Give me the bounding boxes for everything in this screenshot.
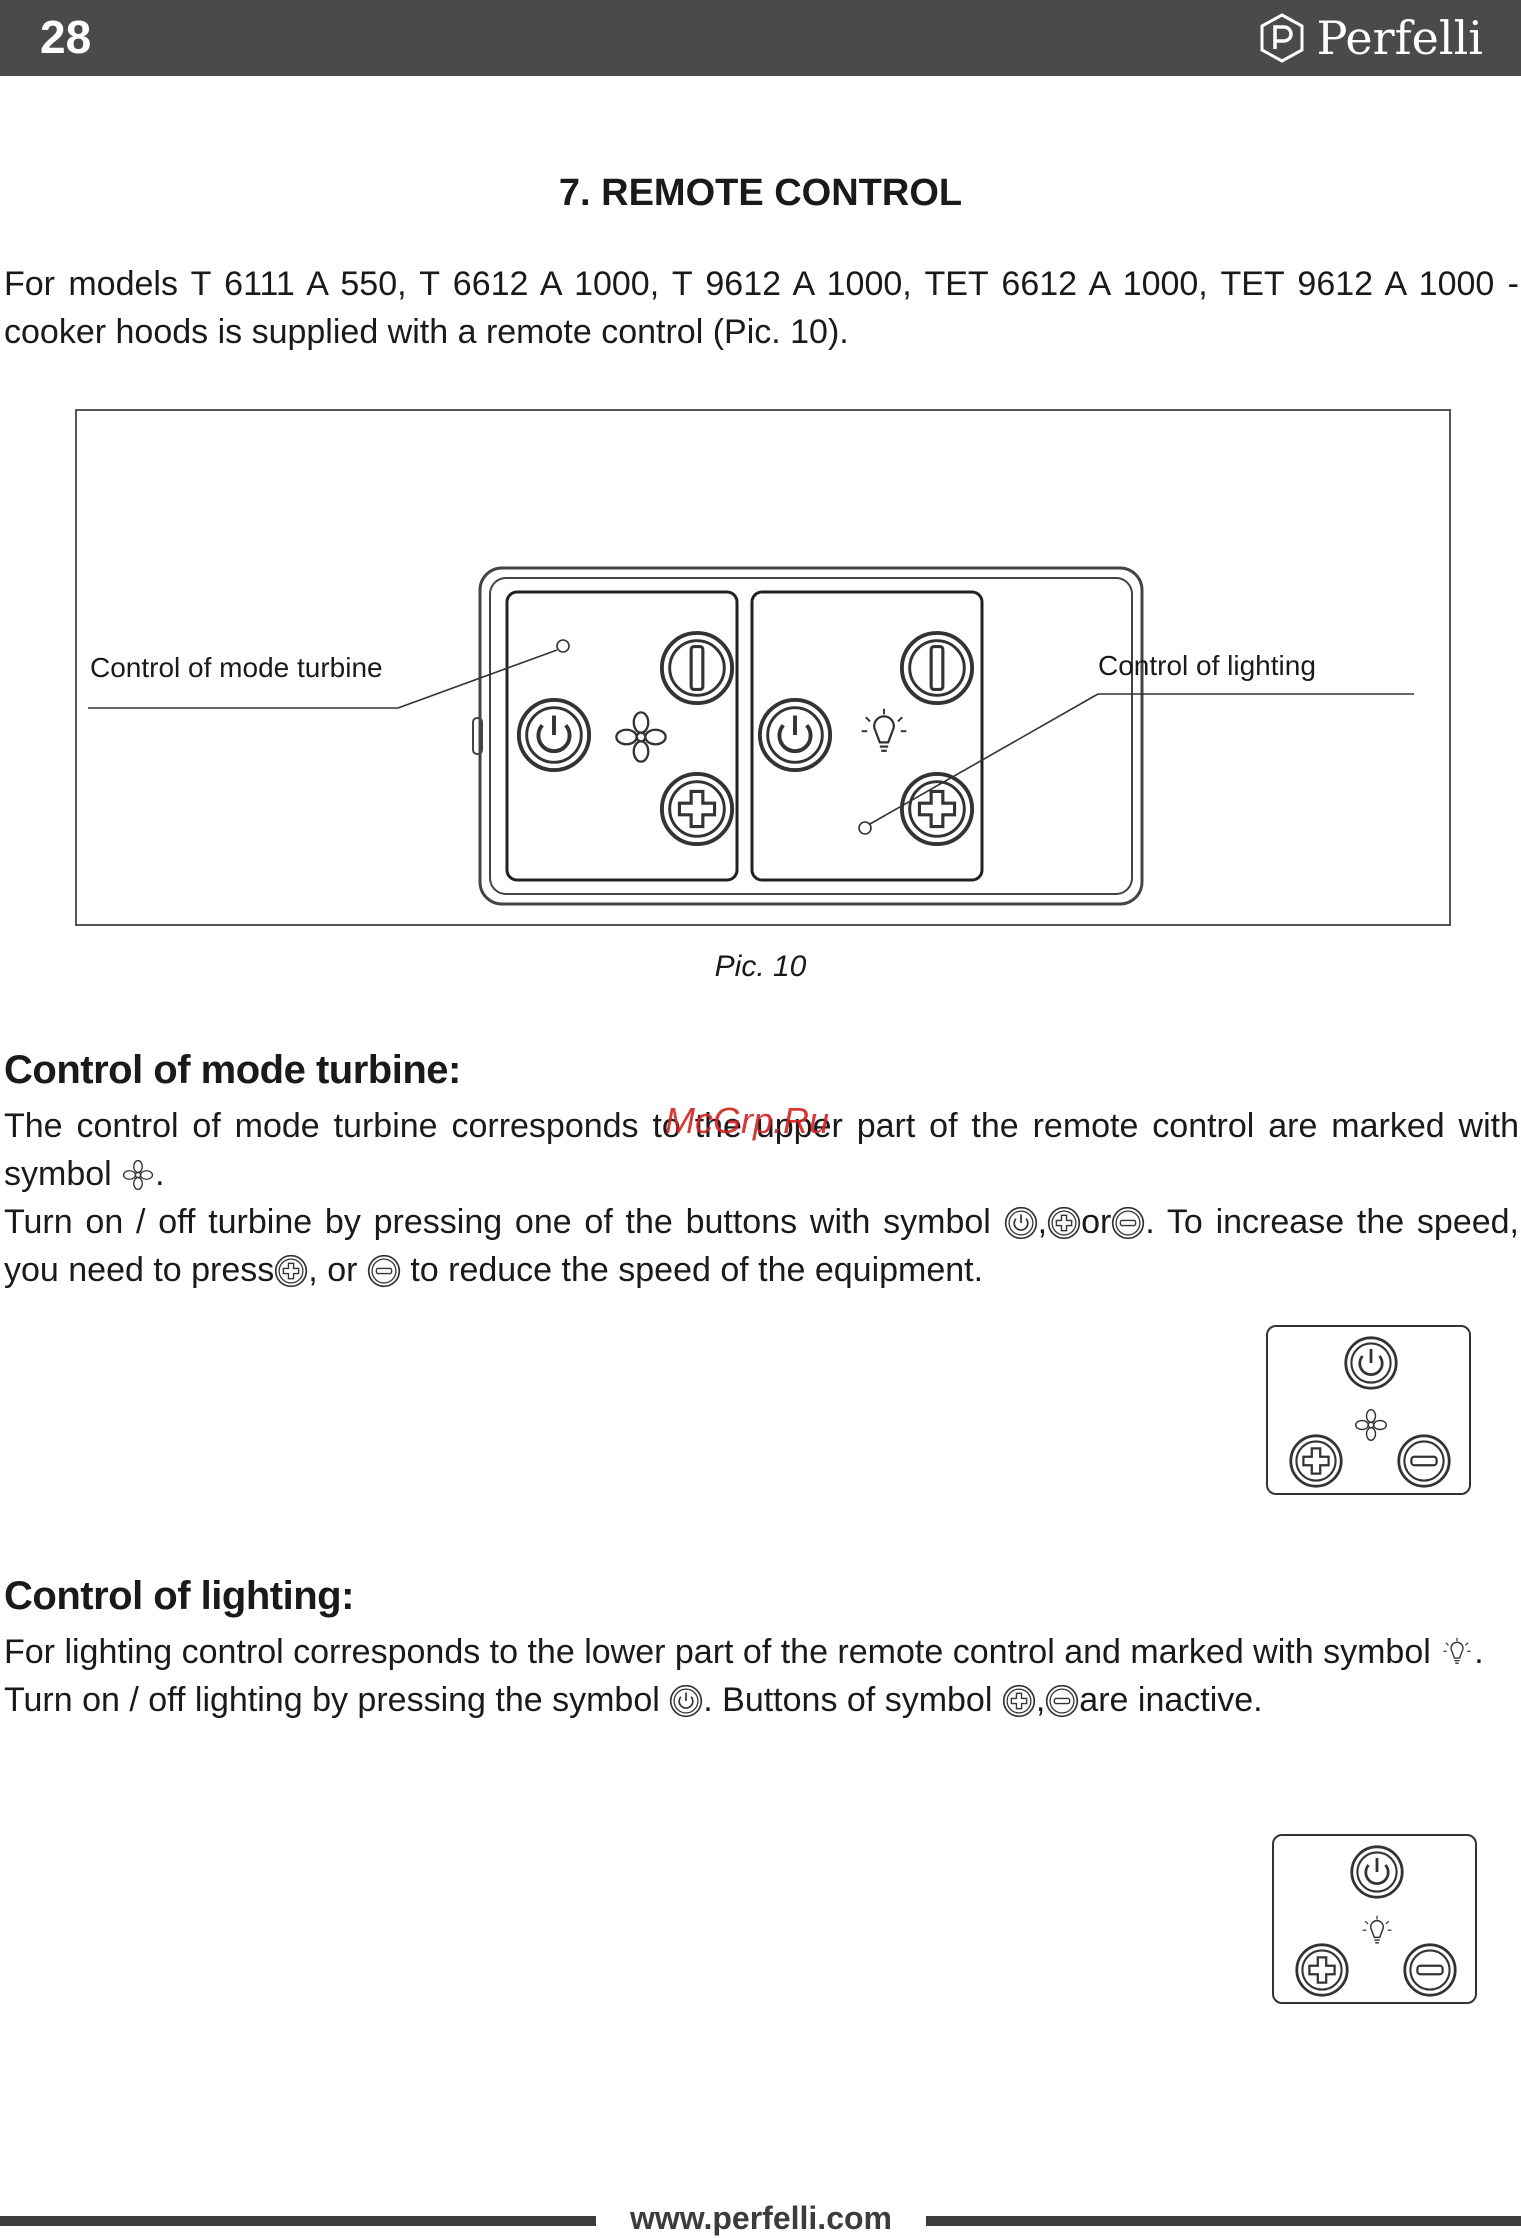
callout-turbine: Control of mode turbine [90,652,383,683]
figure-caption: Pic. 10 [714,950,807,983]
lighting-text-2d: are inactive. [1079,1681,1263,1719]
lighting-heading: Control of lighting: [4,1574,354,1618]
right-bulb-icon [860,707,908,752]
power-icon [1004,1206,1038,1240]
panel-power-icon [1350,1845,1404,1899]
panel-fan-icon [1354,1408,1388,1442]
right-top-button-icon [899,630,975,706]
callout-lighting: Control of lighting [1098,650,1316,681]
plus-icon [1002,1684,1036,1718]
turbine-panel-svg [1289,1336,1451,1488]
turbine-text-2d: . To increase the speed, you need to pre… [4,1203,1519,1289]
footer-rule-left [0,2216,596,2226]
turbine-heading: Control of mode turbine: [4,1048,461,1092]
left-fan-icon [615,711,667,763]
fan-icon [121,1158,155,1192]
minus-icon [1045,1684,1079,1718]
turbine-text-2f: to reduce the speed of the equipment. [410,1251,984,1289]
left-plus-button-icon [659,771,735,847]
turbine-text-2a: Turn on / off turbine by pressing one of… [4,1203,991,1241]
page-number: 28 [40,11,92,63]
brand-name: Perfelli [1316,11,1483,65]
turbine-panel-illustration [1266,1325,1471,1495]
lighting-paragraph: For lighting control corresponds to the … [4,1628,1519,1724]
watermark: McGrp.Ru [665,1100,830,1141]
panel-plus-icon [1295,1943,1349,1997]
bulb-icon [1440,1636,1474,1670]
header-bar: 28 Perfelli [0,0,1521,76]
turbine-text-1: The control of mode turbine corresponds … [4,1107,1519,1193]
brand: Perfelli [1257,11,1483,65]
panel-minus-icon [1403,1943,1457,1997]
minus-icon [367,1254,401,1288]
panel-power-icon [1344,1336,1398,1390]
right-plus-button-icon [899,771,975,847]
remote-control-diagram [88,566,1414,906]
intro-paragraph: For models T 6111 A 550, T 6612 A 1000, … [4,265,1519,351]
perfelli-logo-icon [1260,13,1304,63]
power-icon [669,1684,703,1718]
plus-icon [274,1254,308,1288]
lighting-panel-svg [1295,1845,1457,1997]
minus-icon [1111,1206,1145,1240]
remote-control-figure [75,409,1451,926]
plus-icon [1047,1206,1081,1240]
footer-url[interactable]: www.perfelli.com [630,2200,892,2236]
section-title: 7. REMOTE CONTROL [558,172,963,214]
panel-minus-icon [1397,1434,1451,1488]
turbine-text-2e: , or [308,1251,358,1289]
lighting-text-2b: . Buttons of symbol [703,1681,993,1719]
left-power-button-icon [516,697,592,773]
lighting-text-2a: Turn on / off lighting by pressing the s… [4,1681,660,1719]
turbine-text-2c: or [1081,1203,1112,1241]
right-power-button-icon [757,697,833,773]
lighting-text-1-end: . [1474,1633,1484,1671]
lighting-panel-illustration [1272,1834,1477,2004]
lighting-text-1: For lighting control corresponds to the … [4,1633,1431,1671]
turbine-text-1-end: . [155,1155,165,1193]
panel-plus-icon [1289,1434,1343,1488]
left-top-button-icon [659,630,735,706]
lighting-text-2c: , [1035,1681,1046,1719]
turbine-text-2b: , [1037,1203,1048,1241]
turbine-paragraph: The control of mode turbine corresponds … [4,1102,1519,1294]
footer-rule-right [926,2216,1521,2226]
panel-bulb-icon [1361,1915,1393,1944]
